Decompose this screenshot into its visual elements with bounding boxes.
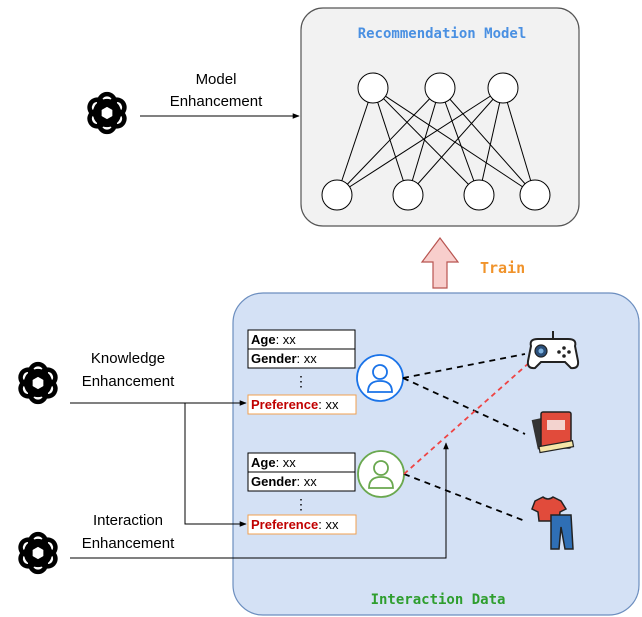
gamepad-icon [526, 331, 580, 370]
recommendation-model-panel: Recommendation Model [300, 7, 580, 227]
openai-logo-icon [87, 94, 127, 132]
profile-1-ellipsis: ⋮ [294, 373, 308, 389]
interaction-edges [402, 353, 531, 522]
nn-node [487, 72, 519, 104]
model-title: Recommendation Model [358, 26, 527, 42]
nn-edges [336, 87, 536, 196]
openai-logo-icon [18, 364, 58, 402]
edge-blue-book [402, 377, 526, 435]
neural-network [321, 72, 551, 211]
book-icon [531, 411, 575, 454]
model-enhancement-label-2: Enhancement [170, 93, 263, 110]
train-arrow [420, 237, 460, 289]
knowledge-enhancement-label-2: Enhancement [82, 373, 175, 390]
knowledge-enhancement-label-1: Knowledge [91, 350, 165, 367]
edge-green-gamepad [403, 361, 531, 475]
nn-node [392, 179, 424, 211]
interaction-enhancement-label-2: Enhancement [82, 535, 175, 552]
nn-node [463, 179, 495, 211]
interaction-enhancement-arrow [70, 442, 449, 559]
green-user-icon [357, 450, 405, 498]
blue-user-icon [356, 354, 404, 402]
model-enhancement-label-1: Model [196, 71, 237, 88]
profile-1-gender: Gender: xx [251, 351, 317, 366]
interaction-enhancement-label-1: Interaction [93, 512, 163, 529]
edge-blue-gamepad [402, 353, 526, 379]
nn-node [321, 179, 353, 211]
profile-card-1: Age: xx Gender: xx ⋮ Preference: xx [247, 329, 357, 415]
profile-2-age: Age: xx [251, 455, 296, 470]
profile-card-2: Age: xx Gender: xx ⋮ Preference: xx [247, 452, 357, 535]
interaction-data-title: Interaction Data [371, 592, 506, 608]
nn-node [424, 72, 456, 104]
knowledge-to-pref2-arrow [184, 403, 247, 527]
enhancement-arrows [70, 113, 449, 559]
profile-2-preference: Preference: xx [251, 517, 339, 532]
profile-1-preference: Preference: xx [251, 397, 339, 412]
nn-node [519, 179, 551, 211]
profile-2-gender: Gender: xx [251, 474, 317, 489]
train-label: Train [480, 259, 525, 277]
clothes-icon [531, 496, 574, 550]
nn-node [357, 72, 389, 104]
profile-2-ellipsis: ⋮ [294, 496, 308, 512]
profile-1-age: Age: xx [251, 332, 296, 347]
openai-logo-icon [18, 534, 58, 572]
